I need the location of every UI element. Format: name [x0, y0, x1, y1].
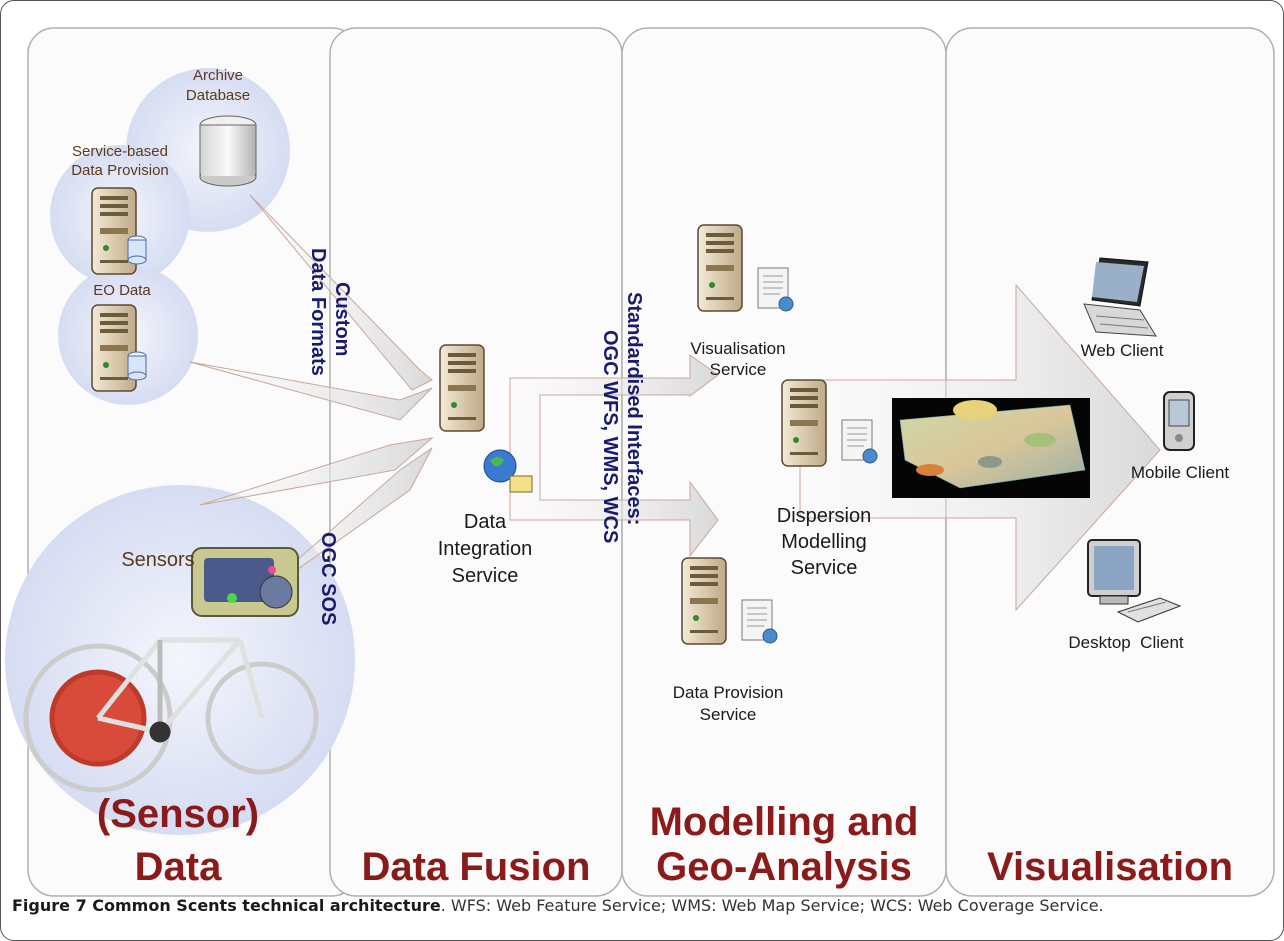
sensors-label: Sensors: [121, 549, 194, 571]
archive-database-icon: [199, 115, 257, 187]
service-based-label-line1: Service-based: [72, 143, 168, 160]
data-integration-server-icon: [439, 344, 533, 493]
dispersion-label-line2: Modelling: [781, 531, 867, 553]
data-provision-label-line2: Service: [700, 705, 757, 724]
desktop-computer-icon: [1087, 539, 1182, 623]
desktop-client-label: Desktop Client: [1068, 633, 1184, 652]
dispersion-label-line3: Service: [791, 557, 858, 579]
custom-formats-label-line1: Custom: [331, 282, 353, 356]
section-title-modelling-line2: Geo-Analysis: [656, 845, 912, 889]
mobile-device-icon: [1163, 391, 1195, 451]
custom-formats-label-line2: Data Formats: [307, 248, 329, 376]
eo-data-label: EO Data: [93, 282, 151, 299]
integration-label-line1: Data: [464, 511, 507, 533]
section-title-sensor-line1: (Sensor): [97, 792, 259, 836]
arrow-fork-services: [509, 354, 719, 558]
visualisation-service-label-line2: Service: [710, 360, 767, 379]
laptop-icon: [1083, 257, 1157, 337]
archive-label-line2: Database: [186, 87, 250, 104]
section-title-visualisation: Visualisation: [987, 845, 1233, 889]
standardised-interfaces-label-line2: OGC WFS, WMS, WCS: [599, 330, 621, 543]
arrow-sensors-upper: [199, 437, 434, 506]
figure-caption: Figure 7 Common Scents technical archite…: [12, 896, 1272, 915]
caption-title: Figure 7 Common Scents technical archite…: [12, 896, 441, 915]
data-provision-label-line1: Data Provision: [673, 683, 784, 702]
sensor-device-icon: [191, 547, 299, 617]
bicycle-icon: [23, 637, 319, 793]
caption-text: . WFS: Web Feature Service; WMS: Web Map…: [440, 896, 1104, 915]
section-title-sensor-line2: Data: [135, 845, 222, 889]
mobile-client-label: Mobile Client: [1131, 463, 1230, 482]
section-title-modelling-line1: Modelling and: [650, 800, 919, 844]
visualisation-service-label-line1: Visualisation: [690, 339, 785, 358]
dispersion-map-image: [892, 398, 1090, 498]
arrow-eo: [189, 361, 433, 421]
section-title-data-fusion: Data Fusion: [362, 845, 591, 889]
integration-label-line3: Service: [452, 565, 519, 587]
dispersion-label-line1: Dispersion: [777, 505, 871, 527]
web-client-label: Web Client: [1081, 341, 1164, 360]
archive-label-line1: Archive: [193, 67, 243, 84]
standardised-interfaces-label-line1: Standardised Interfaces:: [623, 292, 645, 525]
ogc-sos-label: OGC SOS: [317, 532, 339, 625]
arrow-archive: [249, 194, 433, 391]
service-based-label-line2: Data Provision: [71, 162, 169, 179]
integration-label-line2: Integration: [438, 538, 533, 560]
